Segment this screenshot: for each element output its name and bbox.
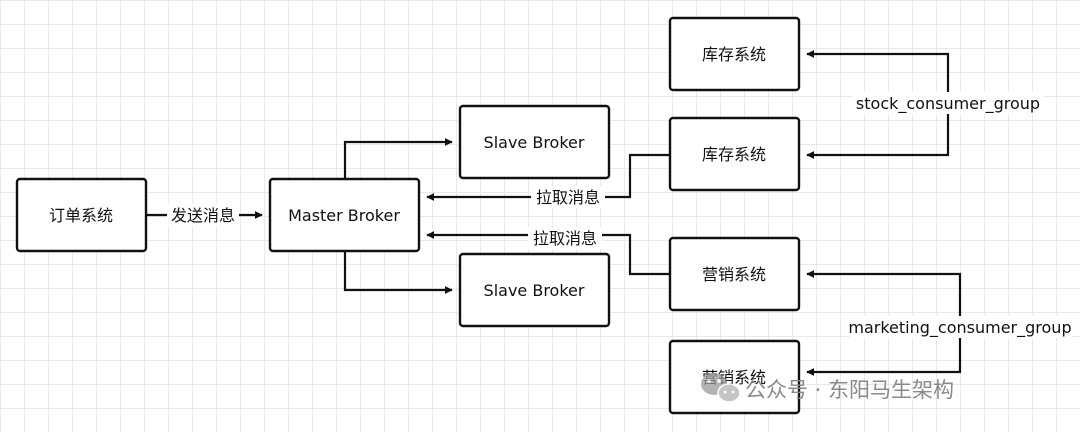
group-label-stock: stock_consumer_group (853, 92, 1043, 114)
edge-label-pull-marketing: 拉取消息 (528, 227, 602, 249)
connectors (147, 50, 962, 376)
edge-label-pull-stock-text: 拉取消息 (536, 188, 600, 207)
watermark-text: 公众号 · 东阳马生架构 (745, 378, 954, 402)
edge-master-to-slave-top (343, 138, 453, 178)
edge-stock-group (806, 50, 950, 92)
edge-master-to-slave-bottom (343, 252, 453, 294)
edge-stock-pull (426, 153, 669, 201)
group-label-marketing: marketing_consumer_group (848, 316, 1072, 338)
node-marketing-system-1[interactable]: 营销系统 (668, 236, 801, 312)
group-label-stock-text: stock_consumer_group (856, 94, 1040, 114)
edge-label-send-text: 发送消息 (171, 206, 235, 225)
node-order-system[interactable]: 订单系统 (15, 177, 148, 253)
node-order-system-label: 订单系统 (49, 206, 113, 225)
edge-marketing-group (806, 270, 962, 316)
edge-label-pull-stock: 拉取消息 (531, 186, 605, 208)
edge-label-send: 发送消息 (167, 204, 239, 226)
node-marketing-system-2[interactable]: 营销系统 (668, 339, 801, 415)
node-marketing-system-1-label: 营销系统 (702, 265, 766, 284)
node-stock-system-2-label: 库存系统 (702, 145, 766, 164)
watermark: 公众号 · 东阳马生架构 (701, 373, 954, 403)
node-slave-broker-top-label: Slave Broker (484, 133, 585, 152)
group-label-marketing-text: marketing_consumer_group (848, 318, 1071, 338)
node-master-broker-label: Master Broker (288, 206, 400, 225)
edge-marketing-group-2 (806, 338, 962, 376)
node-stock-system-1-label: 库存系统 (702, 45, 766, 64)
edge-label-pull-marketing-text: 拉取消息 (533, 229, 597, 248)
node-master-broker[interactable]: Master Broker (268, 177, 421, 253)
node-slave-broker-top[interactable]: Slave Broker (458, 104, 611, 180)
edge-stock-group-2 (806, 114, 950, 159)
node-slave-broker-bottom-label: Slave Broker (484, 281, 585, 300)
node-stock-system-2[interactable]: 库存系统 (668, 116, 801, 192)
node-stock-system-1[interactable]: 库存系统 (668, 16, 801, 92)
node-slave-broker-bottom[interactable]: Slave Broker (458, 252, 611, 328)
wechat-icon (701, 373, 741, 403)
